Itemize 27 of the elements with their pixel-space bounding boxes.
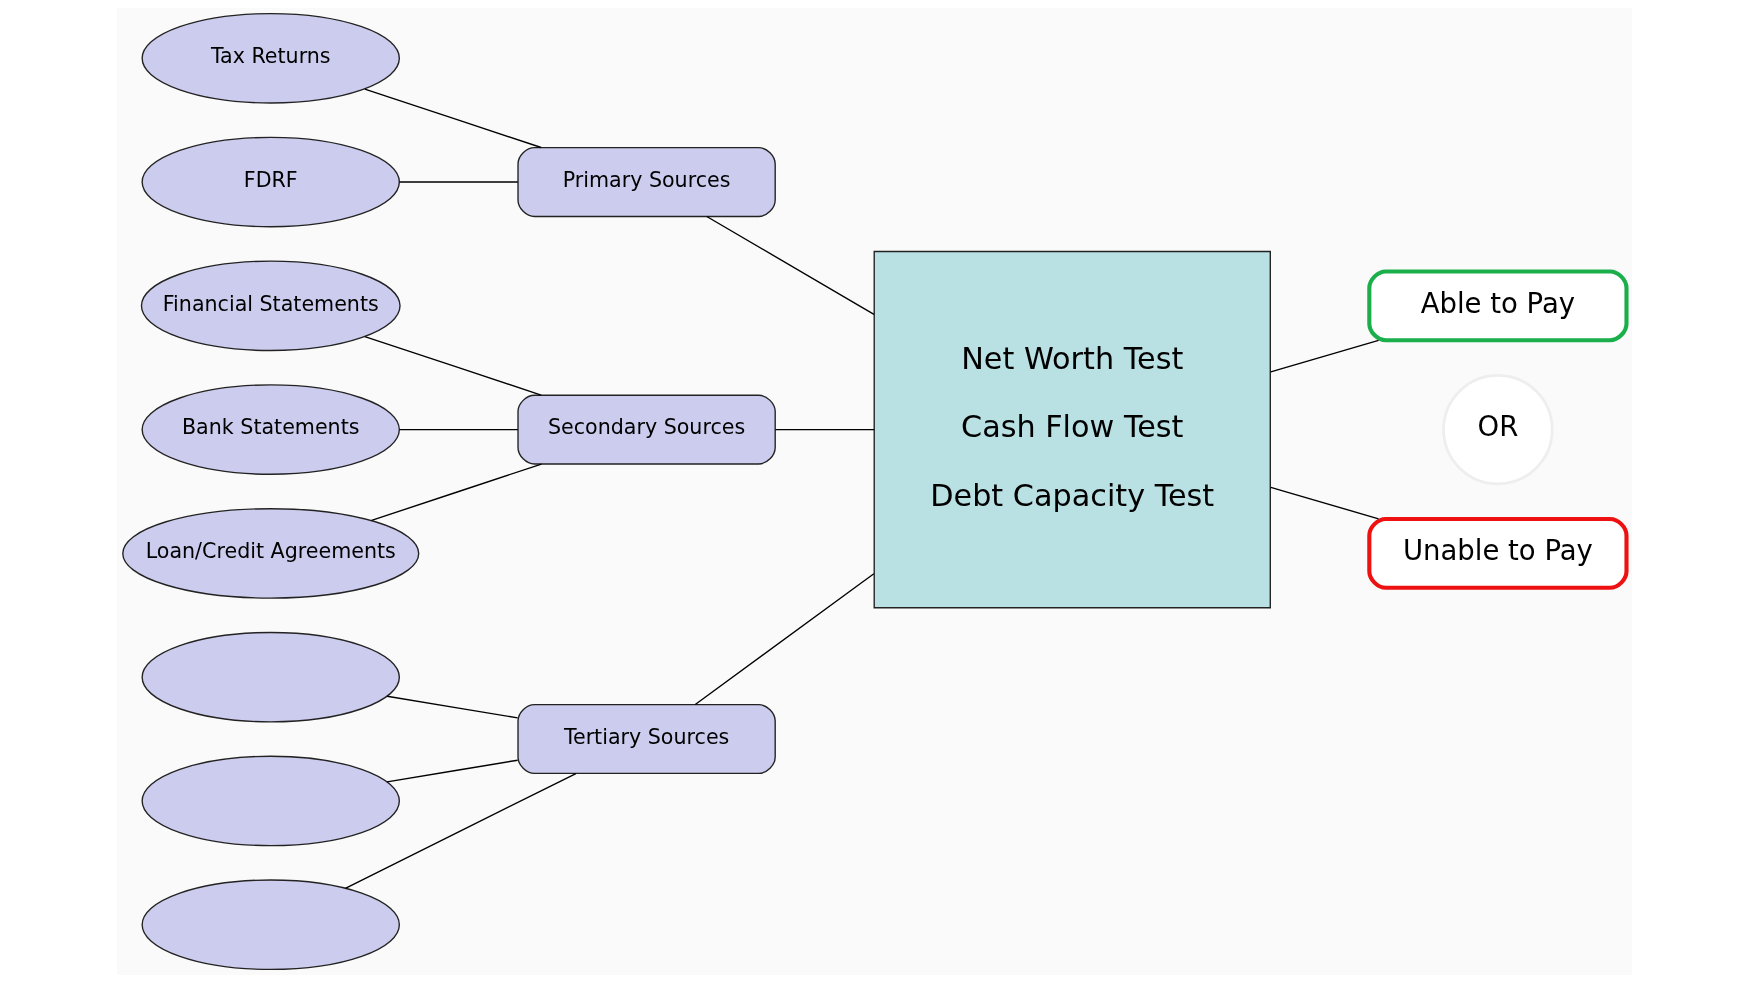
node-box: Tertiary Sources [516,703,776,775]
node-ellipse [140,879,400,971]
node-ellipse: Loan/Credit Agreements [121,508,419,599]
connector [774,428,875,431]
connector [363,88,542,149]
node-ellipse: Tax Returns [140,12,400,104]
connector [370,463,542,522]
node-box: Net Worth Test Cash Flow Test Debt Capacity Test [873,250,1271,609]
node-ellipse: Financial Statements [140,260,401,352]
node-ellipse: FDRF [140,136,400,228]
node-box: Able to Pay [1366,269,1629,343]
connector [363,335,542,396]
node-ellipse [140,631,400,723]
node-ellipse: Bank Statements [140,384,400,475]
connector [398,181,518,183]
node-box: Unable to Pay [1366,516,1629,590]
connector [1269,486,1379,520]
node-ellipse [140,755,400,847]
connector [385,695,518,719]
node-box: Primary Sources [516,147,776,218]
connector [344,772,577,889]
node-box: Secondary Sources [516,394,776,465]
connector [1269,339,1379,373]
connector [398,428,518,431]
connector [694,573,875,706]
connector [385,759,518,783]
connector [705,215,875,316]
